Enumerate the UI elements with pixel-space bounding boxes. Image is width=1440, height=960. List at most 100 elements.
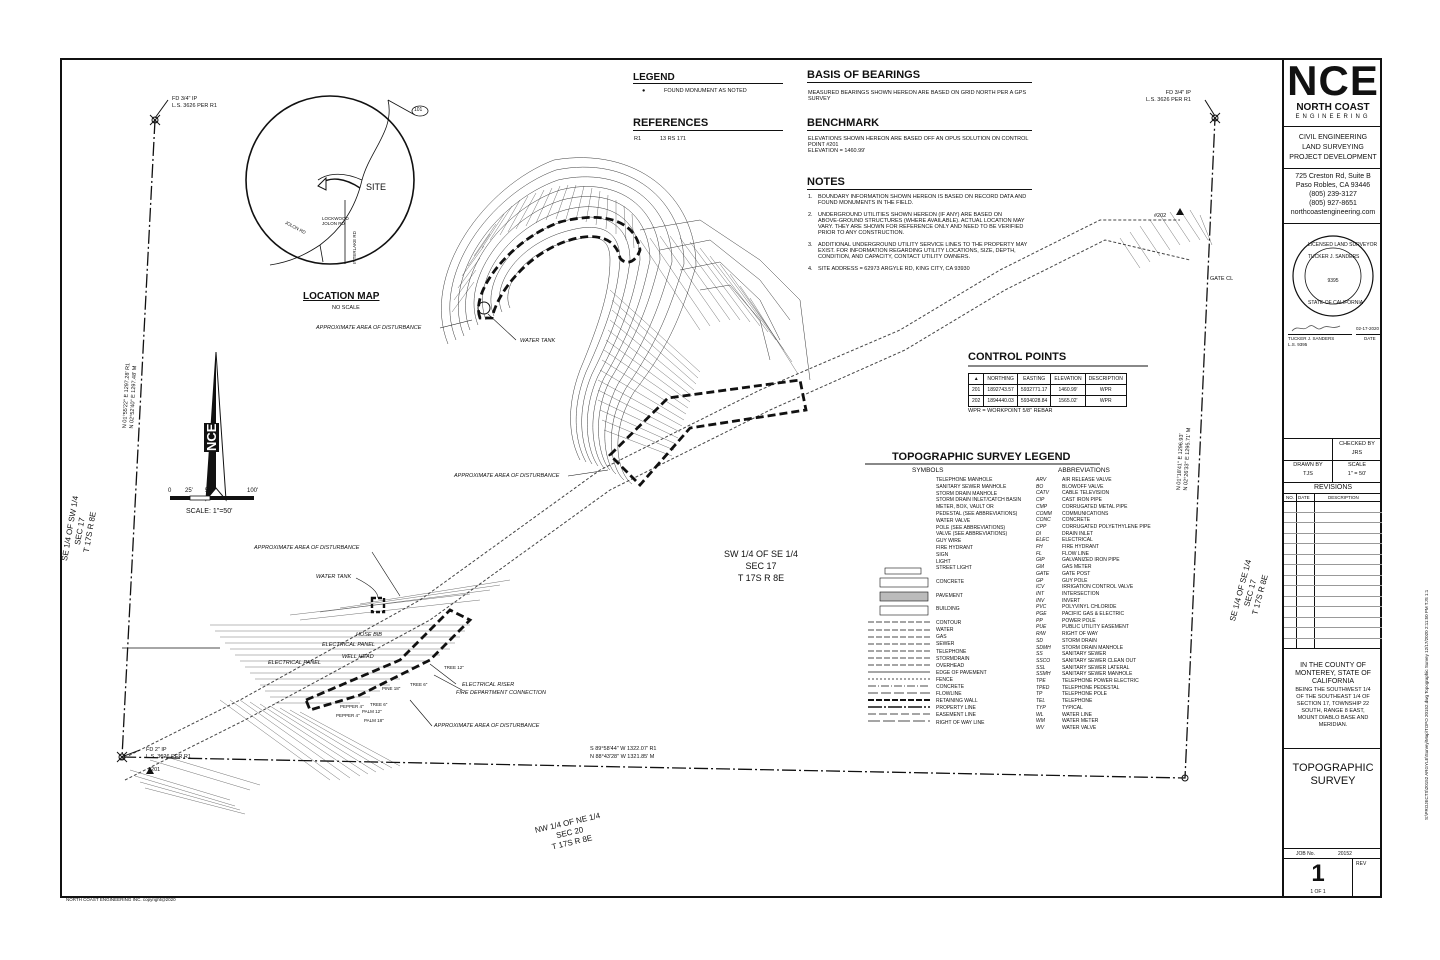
legend-abbrev-meaning: GALVANIZED IRON PIPE	[1062, 557, 1120, 564]
legend-abbrev-meaning: WATER LINE	[1062, 711, 1093, 718]
legend-abbrev-code: FL	[1036, 550, 1042, 557]
legend-bullet: ●	[642, 88, 646, 94]
county-line-3: CALIFORNIA	[1311, 678, 1354, 685]
monument-ne-line-2: L.S. 3626 PER R1	[1146, 97, 1191, 103]
monument-nw-line-1: FD 3/4" IP	[172, 96, 198, 102]
note-number: 2.	[808, 212, 813, 218]
legend-abbrev-code: SD	[1036, 637, 1043, 644]
legend-title: LEGEND	[633, 72, 675, 83]
note-line: UNDERGROUND UTILITIES SHOWN HEREON (IF A…	[818, 212, 1002, 218]
legend-abbrev-code: CATV	[1036, 490, 1049, 497]
disturbance-area-south	[304, 608, 473, 712]
legend-abbrev-meaning: BLOWOFF VALVE	[1062, 483, 1104, 490]
legend-symbol-label: TELEPHONE	[936, 648, 967, 655]
legend-abbrev-meaning: SANITARY SEWER CLEAN OUT	[1062, 657, 1137, 664]
disturb-label-north: APPROXIMATE AREA OF DISTURBANCE	[316, 325, 422, 331]
legend-symbol-label: RETAINING WALL	[936, 698, 978, 705]
legend-symbol-label: CONCRETE	[936, 684, 965, 690]
legend-abbrev-code: COMM	[1036, 510, 1052, 517]
road-lockwood-label: LOCKWOOD JOLON RD	[322, 216, 349, 226]
elec-panel-label-2: ELECTRICAL PANEL	[268, 660, 321, 666]
note-line: PRIOR TO ANY CONSTRUCTION.	[818, 230, 905, 236]
legend-symbol-label: STORMDRAIN	[936, 655, 970, 662]
legend-abbrev-code: ELEC	[1036, 537, 1050, 544]
revision-row	[1284, 637, 1382, 639]
topo-symbols-label: SYMBOLS	[912, 467, 944, 474]
legend-abbrev-code: SSL	[1036, 664, 1046, 671]
legend-symbol-label: SEWER	[936, 641, 955, 648]
label-leaders	[355, 313, 609, 727]
cp-cell: 201	[967, 384, 985, 396]
signature-icon	[1291, 325, 1341, 332]
table-row: 202 1894440.03 5934028.84 1565.02' WPR	[967, 395, 1127, 407]
revision-row	[1284, 522, 1382, 523]
note-line: ADDITIONAL UNDERGROUND UTILITY SERVICE L…	[818, 242, 1028, 248]
legend-symbol-label: BUILDING	[936, 606, 960, 613]
legend-symbol-label: POLE (SEE ABBREVIATIONS)	[936, 524, 1006, 531]
north-arrow-label: NCE	[204, 422, 219, 452]
cp-cell: 1894440.03	[983, 395, 1018, 407]
gate-label: GATE CL	[1210, 276, 1234, 282]
legend-symbol-label: PEDESTAL (SEE ABBREVIATIONS)	[936, 511, 1018, 517]
legend-symbol-label: STORM DRAIN MANHOLE	[936, 490, 998, 497]
topo-abbrev-label: ABBREVIATIONS	[1058, 467, 1110, 474]
disturbance-area-tank	[477, 215, 642, 320]
cp-cell: WPR	[1084, 384, 1127, 396]
legend-abbrev-meaning: GAS METER	[1062, 564, 1092, 571]
south-bearing-record: S 89°58'44" W 1322.07' R1	[590, 746, 657, 752]
cp-cell: 202	[967, 395, 985, 407]
service-3: PROJECT DEVELOPMENT	[1289, 154, 1377, 161]
sw-quarter-line-2: SEC 17	[745, 561, 777, 571]
highway-101-shield	[411, 105, 429, 117]
job-no-label: JOB No.	[1296, 851, 1315, 857]
revision-row	[1284, 532, 1382, 534]
scale-label-tb: SCALE	[1347, 462, 1367, 468]
hose-bib-label: HOSE BIB	[356, 632, 382, 638]
contour-hill-north	[441, 157, 811, 485]
legend-abbrev-code: SSCO	[1036, 657, 1051, 664]
topo-legend-title: TOPOGRAPHIC SURVEY LEGEND	[892, 451, 1071, 463]
company-logo: NCE	[1287, 57, 1379, 104]
water-tank-north	[477, 301, 491, 315]
checked-by-label: CHECKED BY	[1339, 441, 1375, 447]
road-101-label: 101	[414, 107, 423, 113]
service-1: CIVIL ENGINEERING	[1298, 134, 1368, 141]
legend-abbrev-code: GM	[1036, 564, 1045, 571]
road-edge-upper	[119, 219, 1180, 761]
legend-symbol-label: GAS	[936, 634, 947, 641]
cp-header-northing: NORTHING	[983, 373, 1018, 385]
legend-abbrev-code: PGE	[1036, 611, 1047, 617]
tree-label-8: PALM 18"	[364, 718, 384, 723]
legend-abbrev-meaning: GUY POLE	[1062, 577, 1088, 584]
legend-abbrev-code: TYP	[1036, 704, 1046, 711]
revision-row	[1284, 595, 1382, 597]
revisions-label: REVISIONS	[1313, 484, 1353, 491]
legend-symbol-label: CONCRETE	[936, 579, 965, 585]
legend-symbol-label: VALVE (SEE ABBREVIATIONS)	[936, 531, 1008, 538]
basis-title: BASIS OF BEARINGS	[807, 69, 921, 81]
legal-line-5: MOUNT DIABLO BASE AND	[1297, 715, 1369, 721]
phone-1: (805) 239-3127	[1309, 191, 1357, 198]
legend-abbrev-code: WM	[1036, 718, 1045, 725]
legend-symbol-label: FENCE	[936, 676, 953, 683]
legend-abbrev-code: TPED	[1036, 684, 1050, 691]
legal-line-2: OF THE SOUTHEAST 1/4 OF	[1296, 694, 1370, 700]
legend-abbrev-meaning: TELEPHONE POWER ELECTRIC	[1062, 678, 1139, 684]
cp-cell: 1460.99'	[1050, 384, 1086, 396]
legend-street-light-symbol	[884, 567, 922, 575]
legend-abbrev-meaning: FLOW LINE	[1062, 550, 1089, 557]
legend-line-samples	[868, 621, 930, 722]
legend-abbrev-code: WV	[1036, 724, 1045, 731]
monument-ne-label: FD 3/4" IP L.S. 3626 PER R1	[1146, 90, 1191, 104]
scale-tick-50: 50'	[205, 488, 213, 494]
rev-col-no: NO.	[1286, 495, 1295, 500]
sheet-of: 1 OF 1	[1310, 889, 1326, 895]
cp201-label: #201	[148, 767, 161, 773]
legend-abbrev-code: SDMH	[1036, 644, 1051, 651]
tree-label-6: PALM 12"	[362, 709, 382, 714]
legal-line-1: BEING THE SOUTHWEST 1/4	[1295, 687, 1371, 693]
legend-abbrev-code: DI	[1036, 530, 1041, 537]
note-number: 1.	[808, 194, 813, 200]
legend-abbrev-code: INV	[1036, 597, 1045, 604]
